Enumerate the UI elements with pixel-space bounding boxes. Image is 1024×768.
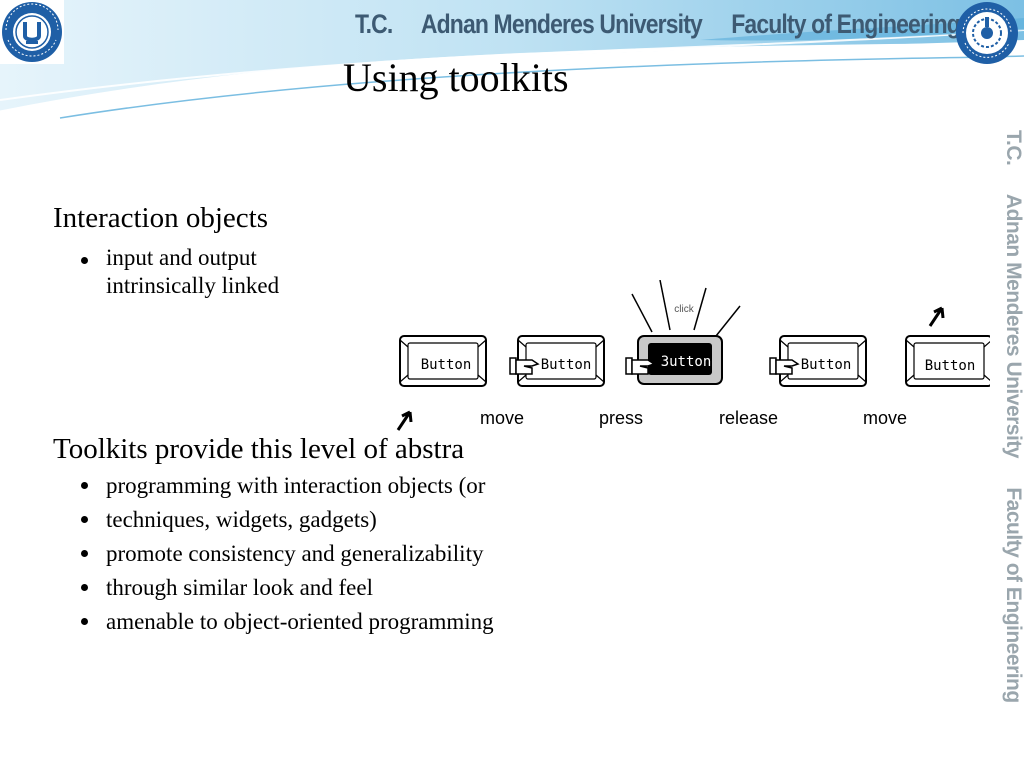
- button-label: Button: [925, 358, 976, 374]
- pointer-arrow-icon: [928, 306, 945, 327]
- step-label-move: move: [480, 408, 525, 428]
- bullet-continuation: intrinsically linked: [106, 273, 280, 298]
- button-state-normal: Button: [399, 335, 487, 387]
- section-heading-interaction-objects: Interaction objects: [53, 202, 268, 234]
- pressed-button-label: 3utton: [661, 354, 712, 370]
- button-label: Button: [801, 357, 852, 373]
- section2-bullets: programming with interaction objects (or…: [78, 469, 494, 639]
- engineering-faculty-logo: [956, 2, 1018, 64]
- bullet-item: amenable to object-oriented programming: [78, 605, 494, 639]
- pointing-hand-icon: [625, 357, 656, 375]
- side-brand-tc: T.C.: [1002, 130, 1024, 166]
- section-heading-toolkits: Toolkits provide this level of abstra: [53, 433, 465, 465]
- side-brand-university: Adnan Menderes University: [1002, 193, 1024, 458]
- button-state-normal-after: Button: [905, 335, 990, 387]
- bullet-item: through similar look and feel: [78, 571, 494, 605]
- step-label-release: release: [719, 408, 779, 428]
- click-label: click: [674, 304, 694, 315]
- header-brand-faculty: Faculty of Engineering: [731, 9, 961, 39]
- header-band: [0, 0, 1024, 119]
- header-brand-tc: T.C.: [355, 9, 393, 39]
- bullet-item: techniques, widgets, gadgets): [78, 503, 494, 537]
- bullet-item: programming with interaction objects (or: [78, 469, 494, 503]
- pointing-hand-icon: [509, 357, 540, 375]
- button-label: Button: [541, 357, 592, 373]
- side-brand-faculty: Faculty of Engineering: [1002, 487, 1024, 703]
- step-label-press: press: [599, 408, 644, 428]
- click-rays: [631, 280, 741, 337]
- bullet-item: promote consistency and generalizability: [78, 537, 494, 571]
- university-logo: [0, 0, 64, 64]
- side-branding: T.C. Adnan Menderes University Faculty o…: [1001, 130, 1024, 703]
- button-state-release: Button: [779, 335, 867, 387]
- button-interaction-diagram: Button Button 3utton click Button: [396, 280, 990, 431]
- step-label-move-2: move: [863, 408, 908, 428]
- header-brand-university: Adnan Menderes University: [420, 9, 703, 39]
- pointer-arrow-icon: [396, 410, 413, 431]
- header-brand-title: T.C. Adnan Menderes University Faculty o…: [355, 4, 961, 44]
- pointing-hand-icon: [769, 357, 800, 375]
- slide-title: Using toolkits: [343, 55, 569, 100]
- button-state-pressed: 3utton: [637, 335, 723, 385]
- button-label: Button: [421, 357, 472, 373]
- bullet-item: input and output: [78, 244, 279, 272]
- section1-bullets: input and output intrinsically linked: [78, 244, 279, 300]
